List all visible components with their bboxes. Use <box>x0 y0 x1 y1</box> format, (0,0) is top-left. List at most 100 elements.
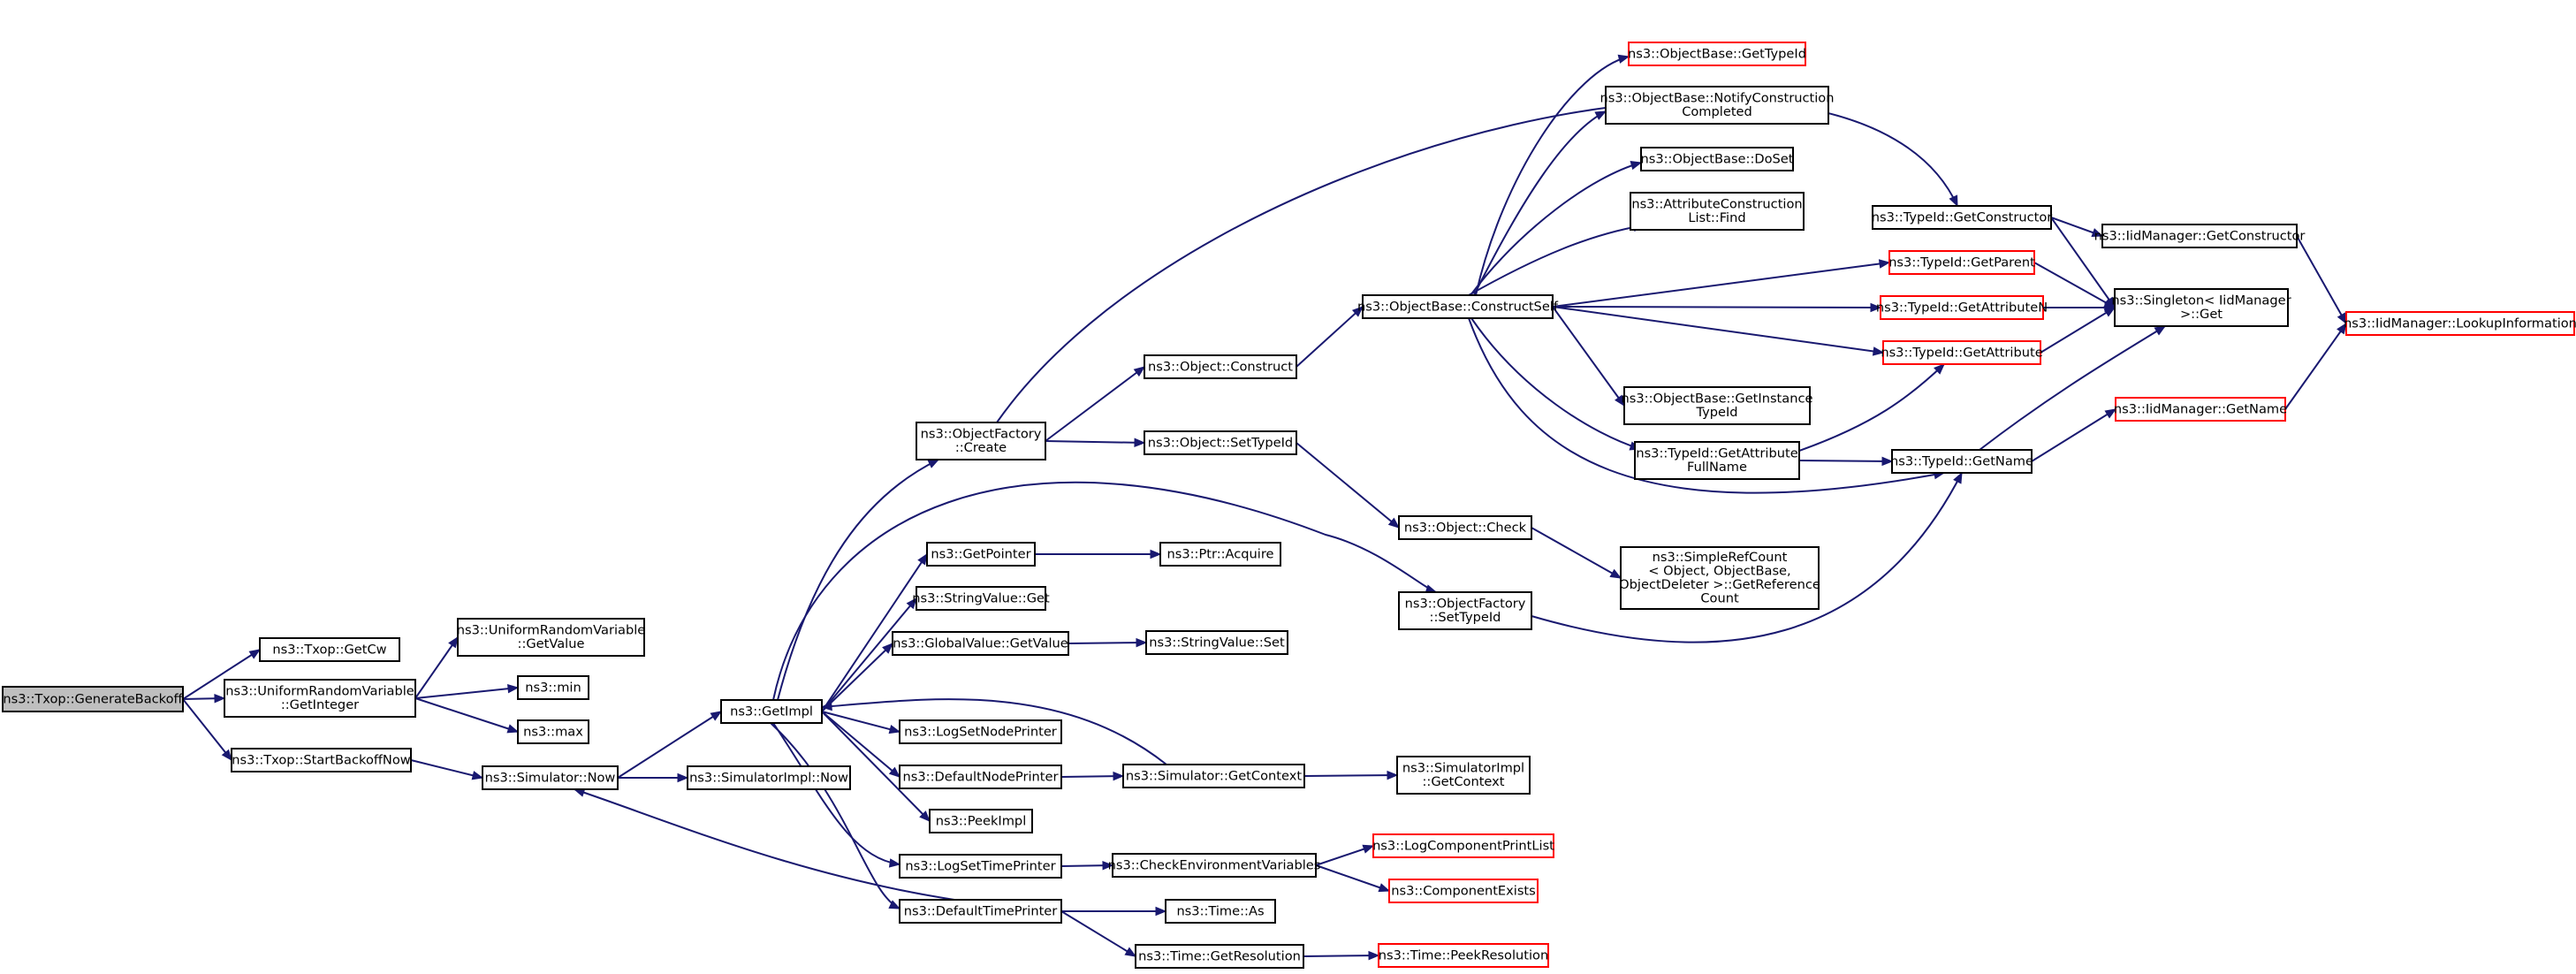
node-peekimpl[interactable]: ns3::PeekImpl <box>929 809 1033 833</box>
node-time-peekresolution[interactable]: ns3::Time::PeekResolution <box>1378 943 1549 968</box>
node-getimpl[interactable]: ns3::GetImpl <box>720 699 823 724</box>
node-ptr-acquire[interactable]: ns3::Ptr::Acquire <box>1159 542 1281 567</box>
node-objectbase-doset[interactable]: ns3::ObjectBase::DoSet <box>1640 147 1794 171</box>
node-label: ns3::CheckEnvironmentVariables <box>1108 857 1321 872</box>
node-urv-getvalue[interactable]: ns3::UniformRandomVariable::GetValue <box>457 618 646 657</box>
edge-line <box>1060 775 1124 778</box>
arrowhead <box>1136 637 1148 648</box>
arrowhead <box>917 552 928 566</box>
node-typeid-getparent[interactable]: ns3::TypeId::GetParent <box>1888 250 2035 275</box>
node-label: Count <box>1700 591 1739 606</box>
node-objectbase-gettypeid[interactable]: ns3::ObjectBase::GetTypeId <box>1628 42 1806 66</box>
node-logsetnodeprinter[interactable]: ns3::LogSetNodePrinter <box>899 719 1062 744</box>
node-checkenvvars[interactable]: ns3::CheckEnvironmentVariables <box>1108 853 1321 878</box>
arrowhead <box>1362 844 1375 854</box>
node-simplerefcount[interactable]: ns3::SimpleRefCount< Object, ObjectBase,… <box>1619 546 1820 610</box>
node-label: ns3::StringValue::Get <box>912 590 1050 605</box>
arrowhead <box>1368 950 1380 961</box>
node-singleton-get[interactable]: ns3::Singleton< IidManager >::Get <box>2111 288 2291 327</box>
node-objectbase-notify[interactable]: ns3::ObjectBase::NotifyConstructionCompl… <box>1600 86 1835 125</box>
node-iidmanager-getname[interactable]: ns3::IidManager::GetName <box>2114 397 2287 422</box>
arrowhead <box>888 725 901 734</box>
node-typeid-getattributen[interactable]: ns3::TypeId::GetAttributeN <box>1876 295 2048 320</box>
node-simulator-getcontext[interactable]: ns3::Simulator::GetContext <box>1122 764 1305 788</box>
node-box <box>687 765 851 790</box>
node-box <box>2115 397 2286 422</box>
node-box <box>1144 354 1297 379</box>
node-label: ns3::Simulator::Now <box>485 770 616 785</box>
node-objectfactory-settypeid[interactable]: ns3::ObjectFactory::SetTypeId <box>1398 591 1532 630</box>
node-simulatorimpl-now[interactable]: ns3::SimulatorImpl::Now <box>687 765 851 790</box>
node-generate-backoff[interactable]: ns3::Txop::GenerateBackoff <box>2 686 184 712</box>
node-getpointer[interactable]: ns3::GetPointer <box>926 542 1036 567</box>
node-label: >::Get <box>2180 307 2223 322</box>
node-defaultnodeprinter[interactable]: ns3::DefaultNodePrinter <box>899 765 1062 789</box>
node-max[interactable]: ns3::max <box>517 719 589 744</box>
edge-line <box>182 698 232 761</box>
edge-line <box>770 722 900 909</box>
arrowhead <box>506 724 520 734</box>
node-objectfactory-create[interactable]: ns3::ObjectFactory::Create <box>916 422 1046 460</box>
node-label: ns3::Object::Check <box>1404 520 1527 535</box>
node-box <box>1144 430 1297 455</box>
node-txop-startbackoffnow[interactable]: ns3::Txop::StartBackoffNow <box>231 748 412 772</box>
arrowhead <box>820 701 832 711</box>
node-iidmanager-lookupinformation[interactable]: ns3::IidManager::LookupInformation <box>2344 311 2576 336</box>
node-typeid-getconstructor[interactable]: ns3::TypeId::GetConstructor <box>1872 205 2053 230</box>
arrowhead <box>1617 54 1630 64</box>
edge-line <box>821 711 900 778</box>
node-box <box>2 686 184 712</box>
node-simulator-now[interactable]: ns3::Simulator::Now <box>482 765 619 790</box>
edge-line <box>414 636 459 699</box>
node-label: ns3::UniformRandomVariable <box>457 623 646 638</box>
node-label: ns3::UniformRandomVariable <box>225 684 414 699</box>
node-stringvalue-get[interactable]: ns3::StringValue::Get <box>912 586 1050 611</box>
node-defaulttimeprinter[interactable]: ns3::DefaultTimePrinter <box>899 899 1062 924</box>
edge-line <box>1475 56 1630 296</box>
edge-urv-getinteger-to-min <box>414 683 520 699</box>
edge-line <box>1045 366 1145 442</box>
arrowhead <box>2091 228 2104 238</box>
edge-line <box>1296 442 1400 529</box>
arrowhead <box>2154 325 2167 336</box>
node-box <box>457 618 645 657</box>
node-stringvalue-set[interactable]: ns3::StringValue::Set <box>1145 630 1288 655</box>
node-logcomponentprintlist[interactable]: ns3::LogComponentPrintList <box>1372 833 1554 858</box>
node-objectbase-constructself[interactable]: ns3::ObjectBase::ConstructSelf <box>1357 294 1559 319</box>
arrowhead <box>2337 322 2347 335</box>
edge-line <box>1468 317 1945 494</box>
edge-getimpl-to-objectfactory-create <box>777 459 940 701</box>
node-object-settypeid[interactable]: ns3::Object::SetTypeId <box>1144 430 1297 455</box>
node-box <box>259 637 400 662</box>
node-min[interactable]: ns3::min <box>517 675 589 700</box>
arrowhead <box>2103 307 2116 317</box>
node-typeid-getname[interactable]: ns3::TypeId::GetName <box>1890 449 2033 474</box>
node-logsettimeprinter[interactable]: ns3::LogSetTimePrinter <box>899 854 1062 879</box>
node-txop-getcw[interactable]: ns3::Txop::GetCw <box>259 637 400 662</box>
arrowhead <box>1609 568 1622 579</box>
arrowhead <box>1881 456 1894 467</box>
edge-objectbase-constructself-to-objectbase-gettypeid <box>1475 54 1630 296</box>
node-time-as[interactable]: ns3::Time::As <box>1165 899 1276 924</box>
node-urv-getinteger[interactable]: ns3::UniformRandomVariable::GetInteger <box>224 679 416 718</box>
node-label: ns3::ComponentExists <box>1391 883 1536 898</box>
node-componentexists[interactable]: ns3::ComponentExists <box>1388 879 1539 903</box>
node-object-construct[interactable]: ns3::Object::Construct <box>1144 354 1297 379</box>
node-object-check[interactable]: ns3::Object::Check <box>1398 515 1532 540</box>
edge-line <box>821 711 931 822</box>
arrowhead <box>214 694 226 704</box>
node-label: ns3::Object::SetTypeId <box>1148 435 1293 450</box>
node-label: ns3::TypeId::GetParent <box>1888 255 2035 270</box>
arrowhead <box>919 810 931 822</box>
edge-line <box>821 711 900 733</box>
arrowhead <box>1102 860 1114 871</box>
node-globalvalue-getvalue[interactable]: ns3::GlobalValue::GetValue <box>892 631 1069 656</box>
node-time-getresolution[interactable]: ns3::Time::GetResolution <box>1135 944 1304 969</box>
edge-simulator-now-to-getimpl <box>617 711 723 779</box>
node-typeid-getattribute[interactable]: ns3::TypeId::GetAttribute <box>1881 340 2043 365</box>
node-simulatorimpl-getcontext[interactable]: ns3::SimulatorImpl::GetContext <box>1396 756 1531 795</box>
node-iidmanager-getconstructor[interactable]: ns3::IidManager::GetConstructor <box>2094 224 2306 248</box>
